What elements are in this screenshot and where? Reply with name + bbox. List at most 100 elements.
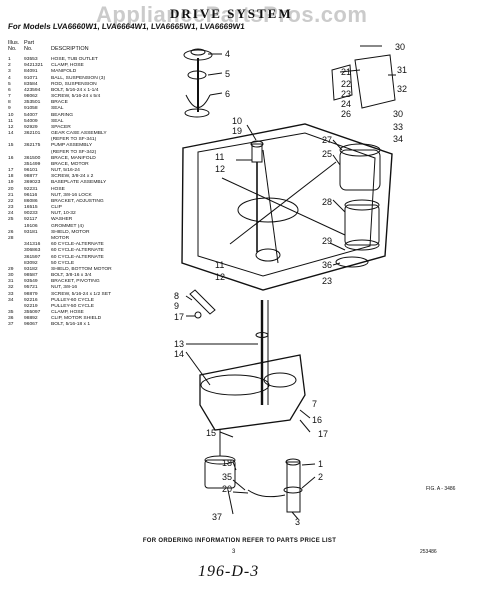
part-number: 361597 xyxy=(24,254,41,260)
illus-number: 34 xyxy=(8,297,14,303)
callout-1: 1 xyxy=(318,459,323,469)
part-description: BASEPLATE ASSEMBLY xyxy=(51,180,107,186)
adjusting-bracket xyxy=(331,64,353,101)
illus-number: 17 xyxy=(8,168,14,174)
part-description: BRACE, MOTOR xyxy=(51,161,89,167)
part-description: SHIELD, MOTOR xyxy=(51,229,90,235)
illus-number: 14 xyxy=(8,131,14,137)
part-number: 306863 xyxy=(24,248,41,254)
part-description: MOTOR xyxy=(51,235,70,241)
parts-row: 306863 60 CYCLE-ALTERNATE xyxy=(8,248,163,254)
callout-3: 3 xyxy=(295,517,300,527)
part-number: 423594 xyxy=(24,87,41,93)
parts-table-header: Illus. Part No. No. DESCRIPTION xyxy=(8,40,158,53)
illus-number: 29 xyxy=(8,266,14,272)
part-number: 362175 xyxy=(24,143,41,149)
callout-12: 12 xyxy=(215,164,225,174)
motor-body xyxy=(344,204,380,246)
illus-number: 22 xyxy=(8,198,14,204)
callout-16: 16 xyxy=(312,415,322,425)
outlet-hose-top xyxy=(285,458,301,466)
brace xyxy=(189,289,216,315)
baseplate-rib xyxy=(229,161,337,245)
pivot-bracket xyxy=(354,54,396,109)
part-description: BEARING xyxy=(51,112,74,118)
callout-30b: 30 xyxy=(393,109,403,119)
illus-number: 19 xyxy=(8,180,14,186)
callout-29: 29 xyxy=(322,236,332,246)
callout-21: 21 xyxy=(341,67,351,77)
part-number: 355097 xyxy=(24,310,41,316)
illus-number: 35 xyxy=(8,310,14,316)
part-description: ROD, SUSPENSION xyxy=(51,81,97,87)
suspension-ball-cap xyxy=(190,48,206,56)
part-number: 351499 xyxy=(24,161,41,167)
part-number: 93549 xyxy=(24,279,38,285)
part-number: 93182 xyxy=(24,266,38,272)
suspension-base xyxy=(184,108,210,118)
callout-37: 37 xyxy=(212,512,222,522)
parts-row: (REFER TO SF-342) xyxy=(8,150,163,156)
part-description: SCREW, 3/8-24 x 2 xyxy=(51,174,94,180)
part-description: NUT, 5/16-24 xyxy=(51,168,80,174)
callout-8: 8 xyxy=(174,291,179,301)
page-number: 3 xyxy=(232,549,236,555)
part-number: 96101 xyxy=(24,168,38,174)
illus-number: 9 xyxy=(8,106,11,112)
callout-9: 9 xyxy=(174,301,179,311)
callout-19: 19 xyxy=(232,126,242,136)
illus-number: 33 xyxy=(8,291,14,297)
callout-12b: 12 xyxy=(215,272,225,282)
motor-body-bottom xyxy=(344,239,380,251)
part-number: 92929 xyxy=(24,124,38,130)
illus-number: 28 xyxy=(8,235,14,241)
part-number: 83584 xyxy=(24,81,38,87)
part-description: MANIFOLD xyxy=(51,69,77,75)
parts-row: 29 93182 SHIELD, BOTTOM MOTOR xyxy=(8,267,163,273)
part-description: 60 CYCLE-ALTERNATE xyxy=(51,254,104,260)
parts-row: 28 MOTOR xyxy=(8,236,163,242)
parts-row: 34 92216 PULLEY-60 CYCLE xyxy=(8,298,163,304)
callout-36: 36 xyxy=(322,260,332,270)
illus-no-header: No. xyxy=(8,46,17,53)
callout-31: 31 xyxy=(397,65,407,75)
gear-case xyxy=(199,354,306,431)
part-number: 93181 xyxy=(24,229,38,235)
part-number: 92216 xyxy=(24,297,38,303)
part-description: GEAR CASE ASSEMBLY xyxy=(51,131,107,137)
illus-number: 31 xyxy=(8,279,14,285)
illus-header: Illus. xyxy=(8,40,20,46)
callout-17b: 17 xyxy=(318,429,328,439)
part-description: SHIELD, BOTTOM MOTOR xyxy=(51,266,112,272)
part-description: 60 CYCLE-ALTERNATE xyxy=(51,242,104,248)
baseplate-rib xyxy=(262,149,279,264)
part-description: BRACKET, ADJUSTING xyxy=(51,198,104,204)
baseplate-hub xyxy=(237,197,299,223)
part-number: 84091 xyxy=(24,69,38,75)
ordering-info-footer: FOR ORDERING INFORMATION REFER TO PARTS … xyxy=(142,538,337,544)
illus-number: 12 xyxy=(8,124,14,130)
drive-belt xyxy=(200,374,270,396)
callout-2: 2 xyxy=(318,472,323,482)
part-description: BALL, SUSPENSION (3) xyxy=(51,75,106,81)
part-description: 60 CYCLE-ALTERNATE xyxy=(51,248,104,254)
part-number: 86086 xyxy=(24,198,38,204)
part-number: 341316 xyxy=(24,242,41,248)
part-description: 50 CYCLE xyxy=(51,260,75,266)
callout-15: 15 xyxy=(206,428,216,438)
part-description: BRACE xyxy=(51,100,68,106)
parts-row: (REFER TO SF-341) xyxy=(8,137,163,143)
part-description: GROMMET (4) xyxy=(51,223,84,229)
part-description: PULLEY-60 CYCLE xyxy=(51,297,95,303)
part-number: 92117 xyxy=(24,217,38,223)
